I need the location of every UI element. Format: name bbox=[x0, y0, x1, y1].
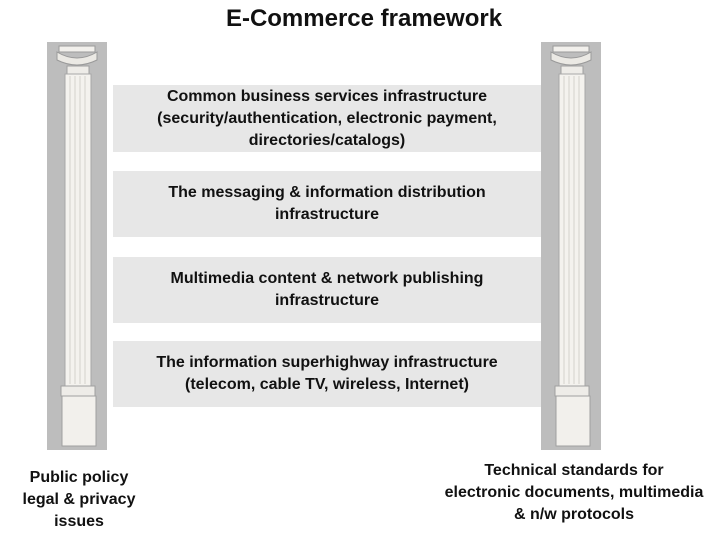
column-left-icon bbox=[56, 45, 98, 447]
layer-common-business-services: Common business services infrastructure … bbox=[113, 85, 541, 152]
left-pillar bbox=[47, 42, 107, 450]
layer-messaging-distribution: The messaging & information distribution… bbox=[113, 171, 541, 237]
column-right-icon bbox=[550, 45, 592, 447]
right-pillar-caption: Technical standards for electronic docum… bbox=[444, 462, 704, 523]
layer-label: The information superhighway infrastruct… bbox=[156, 354, 498, 393]
right-pillar bbox=[541, 42, 601, 450]
layer-label: Common business services infrastructure … bbox=[157, 87, 497, 149]
layer-multimedia-publishing: Multimedia content & network publishing … bbox=[113, 257, 541, 323]
layer-information-superhighway: The information superhighway infrastruct… bbox=[113, 341, 541, 407]
left-pillar-caption: Public policy legal & privacy issues bbox=[22, 469, 136, 530]
layer-label: The messaging & information distribution… bbox=[168, 184, 486, 223]
layer-label: Multimedia content & network publishing … bbox=[170, 270, 484, 309]
page-title: E-Commerce framework bbox=[225, 5, 503, 32]
